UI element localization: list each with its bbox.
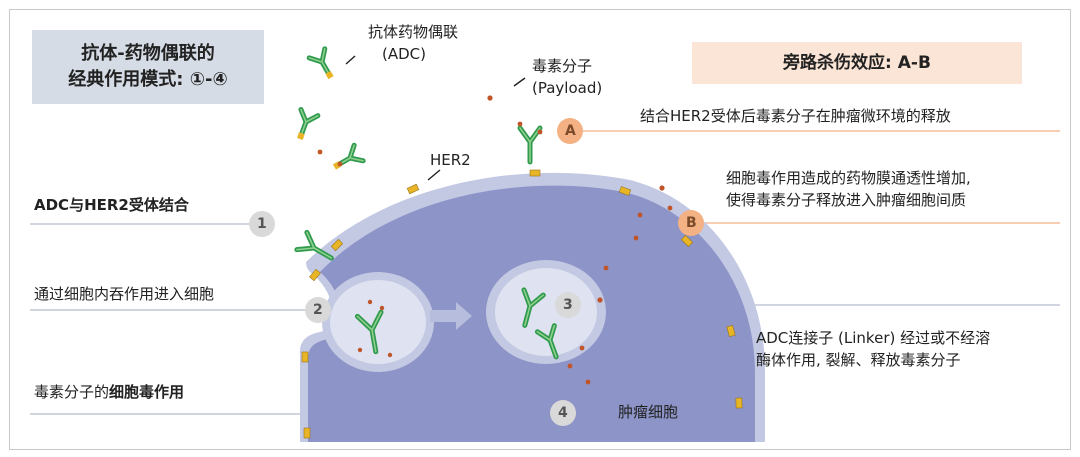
process-arrow [430,302,472,330]
title-box: 抗体-药物偶联的 经典作用模式: ①-④ [32,30,264,104]
step-4-plain: 毒素分子的 [34,383,110,401]
adc-floating-2 [297,107,321,140]
adc-endosome-2a [521,287,546,328]
adc-bound-a [517,125,543,165]
marker-1: 1 [257,216,267,232]
adc-floating-1 [306,46,334,80]
adc-abbr-label: (ADC) [382,45,426,63]
diagram-frame: 抗体-药物偶联的 经典作用模式: ①-④ 旁路杀伤效应: A-B 抗体药物偶联 … [9,9,1071,450]
step-1-text: ADC与HER2受体结合 [34,196,189,214]
payload-en-label: (Payload) [532,79,603,97]
step-4-bold: 细胞毒作用 [109,383,185,401]
adc-bound-1 [294,229,334,261]
bystander-b-line-2: 使得毒素分子释放进入肿瘤细胞间质 [726,191,967,209]
tumor-cell-label: 肿瘤细胞 [618,403,679,421]
bystander-title: 旁路杀伤效应: A-B [783,53,931,73]
bystander-b-line-1: 细胞毒作用造成的药物膜通透性增加, [726,169,971,187]
adc-endosome-2b [534,323,559,360]
her2-receptors [301,169,743,439]
marker-a: A [565,123,576,139]
bystander-a-text: 结合HER2受体后毒素分子在肿瘤微环境的释放 [640,107,951,125]
adc-endosome-1 [354,309,384,355]
step-4-text: 毒素分子的细胞毒作用 [34,382,184,402]
step-3-line-2: 酶体作用, 裂解、释放毒素分子 [756,351,961,369]
step-2-text: 通过细胞内吞作用进入细胞 [34,285,215,303]
marker-b: B [686,215,697,231]
illustration [30,46,1060,442]
payload-label: 毒素分子 [532,57,593,75]
title-line-2: 经典作用模式: ①-④ [68,69,228,90]
step-markers [249,211,581,426]
bystander-markers [557,118,704,236]
adc-label: 抗体药物偶联 [368,23,459,41]
marker-2: 2 [313,302,323,318]
marker-4: 4 [558,405,568,421]
label-pointers [345,55,526,181]
marker-3: 3 [563,297,573,313]
adc-floating-3 [332,142,366,170]
bystander-box: 旁路杀伤效应: A-B [692,42,1022,84]
title-line-1: 抗体-药物偶联的 [81,43,215,64]
her2-label: HER2 [430,151,471,169]
payload-molecules [317,95,673,385]
step-3-line-1: ADC连接子 (Linker) 经过或不经溶 [756,329,991,347]
endosome-2 [486,260,606,364]
